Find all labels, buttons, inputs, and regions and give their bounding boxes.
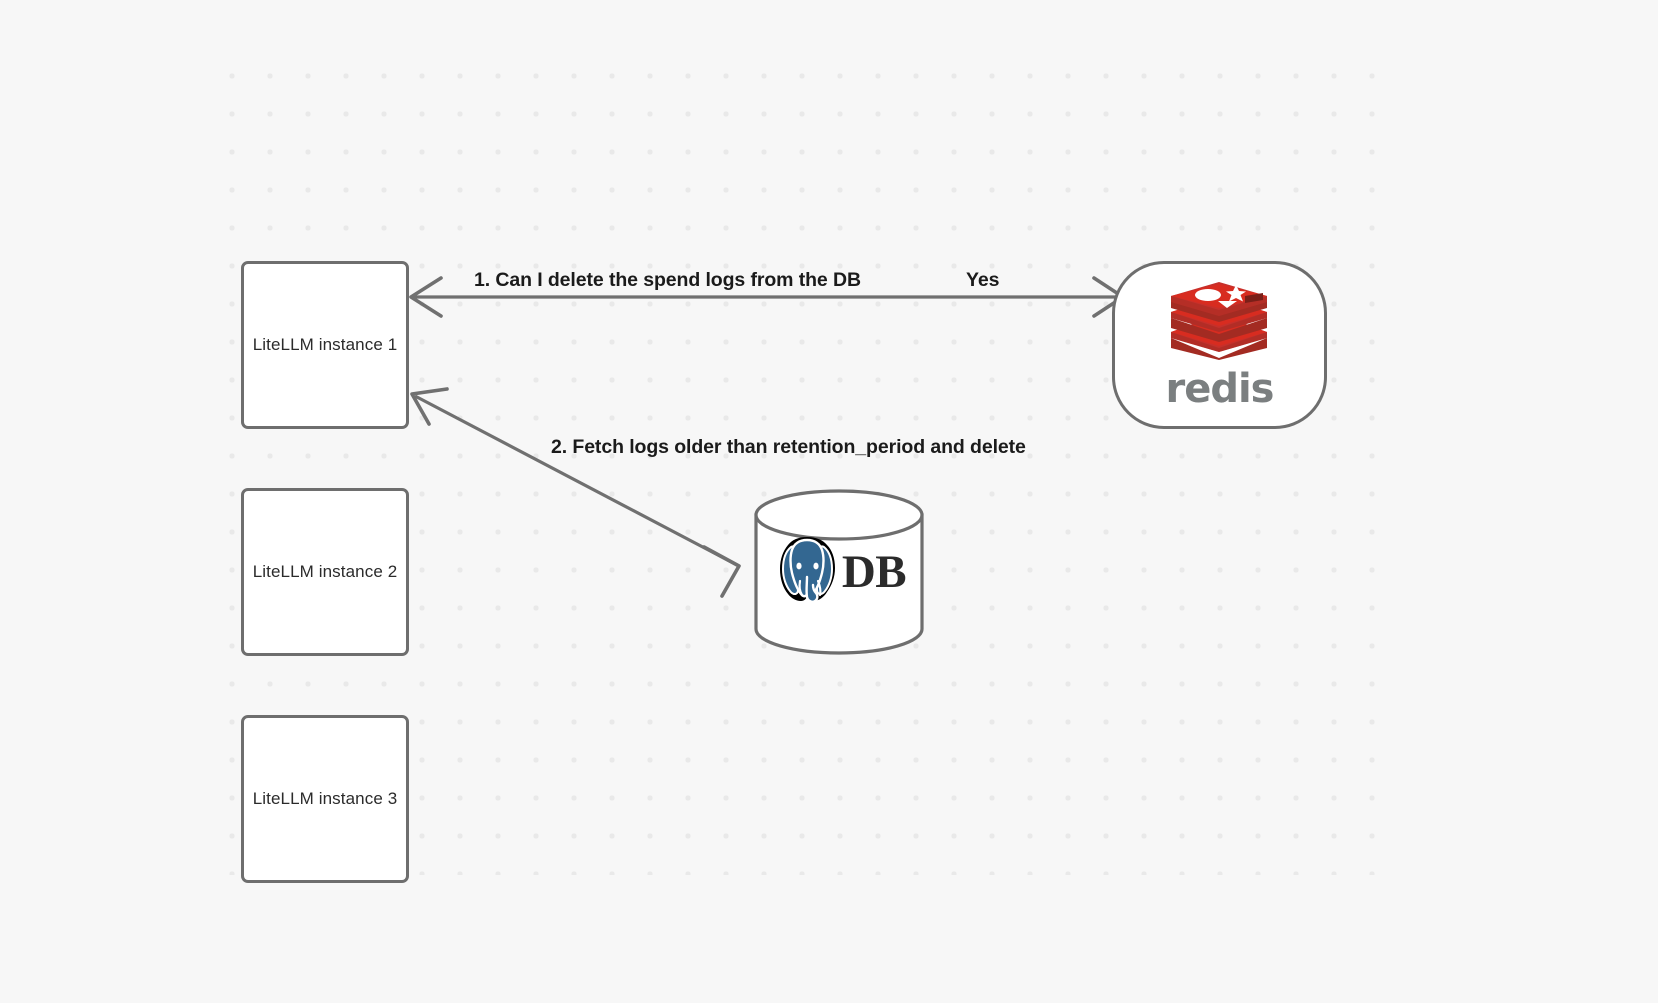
edge-label-1: 1. Can I delete the spend logs from the … bbox=[474, 269, 861, 291]
node-label: LiteLLM instance 1 bbox=[252, 335, 398, 354]
node-database[interactable]: DB bbox=[753, 488, 925, 656]
node-redis[interactable]: redis bbox=[1112, 261, 1327, 429]
cylinder-shape bbox=[754, 489, 924, 655]
node-litellm-instance-2[interactable]: LiteLLM instance 2 bbox=[241, 488, 409, 656]
redis-wordmark-label: redis bbox=[1165, 365, 1274, 412]
node-label: LiteLLM instance 2 bbox=[252, 562, 398, 581]
redis-logo-icon bbox=[1167, 281, 1271, 365]
node-litellm-instance-3[interactable]: LiteLLM instance 3 bbox=[241, 715, 409, 883]
edge-label-1-reply: Yes bbox=[966, 269, 1000, 291]
edge-label-2: 2. Fetch logs older than retention_perio… bbox=[551, 436, 1026, 458]
edge-instance1-db bbox=[410, 387, 741, 598]
node-litellm-instance-1[interactable]: LiteLLM instance 1 bbox=[241, 261, 409, 429]
node-label: LiteLLM instance 3 bbox=[252, 789, 398, 808]
